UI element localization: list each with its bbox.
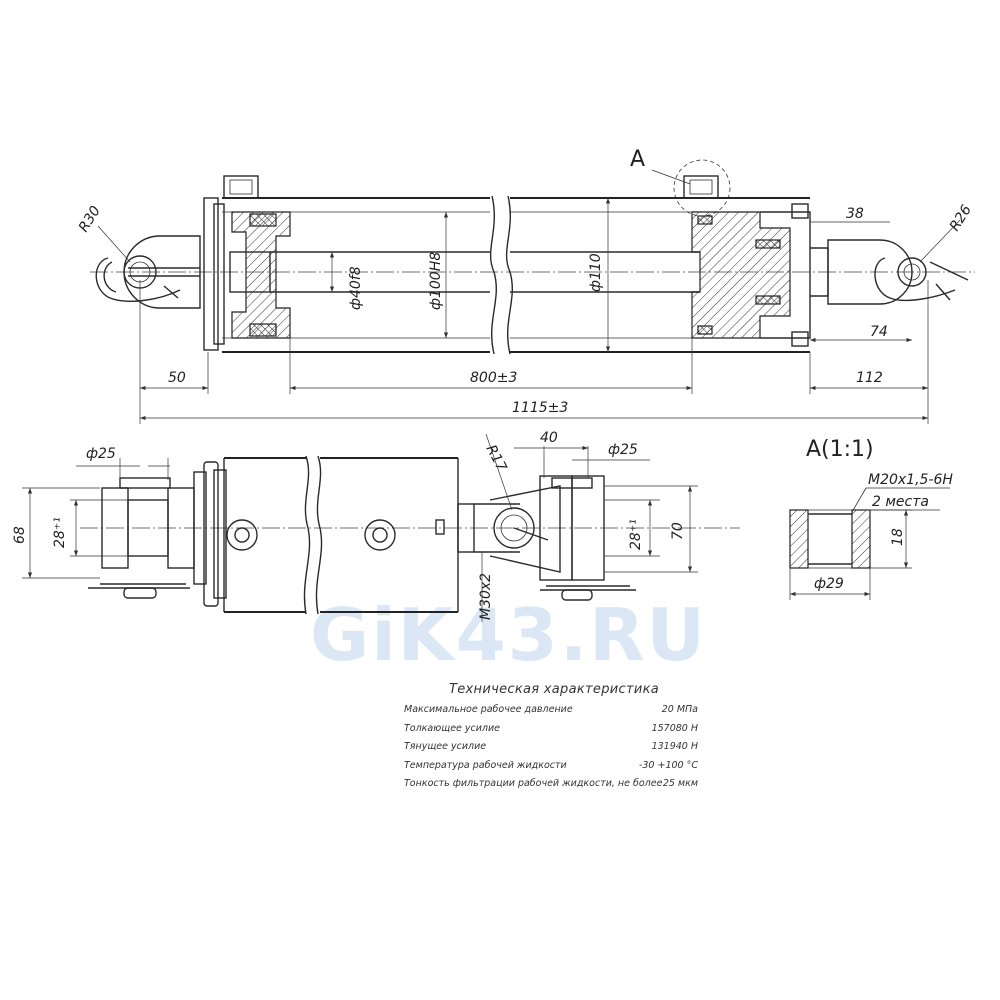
dim-70: 70 — [670, 522, 686, 540]
thread-note: М20х1,5-6Н — [868, 472, 953, 488]
dim-r17: R17 — [482, 442, 509, 474]
detail-a-view — [789, 509, 871, 569]
spec-value: 25 мкм — [662, 778, 698, 789]
dim-74: 74 — [870, 324, 888, 340]
main-section-view — [90, 159, 975, 355]
dim-40-side: 40 — [540, 430, 558, 446]
dim-800: 800±3 — [470, 370, 517, 386]
dim-50: 50 — [168, 370, 186, 386]
spec-row: Тянущее усилие 131940 Н — [404, 738, 704, 757]
dim-d40: ф40f8 — [348, 266, 364, 310]
spec-label: Тянущее усилие — [404, 741, 487, 752]
dim-68: 68 — [12, 526, 28, 544]
view-label-a: А — [630, 147, 645, 172]
spec-value: 20 МПа — [661, 704, 698, 715]
dim-38: 38 — [846, 206, 864, 222]
dim-1115: 1115±3 — [512, 400, 568, 416]
spec-row: Тонкость фильтрации рабочей жидкости, не… — [404, 775, 704, 794]
dim-18: 18 — [890, 528, 906, 546]
spec-label: Тонкость фильтрации рабочей жидкости, не… — [404, 778, 663, 789]
spec-label: Максимальное рабочее давление — [404, 704, 573, 715]
places-note: 2 места — [872, 494, 929, 510]
dim-r30: R30 — [76, 203, 104, 235]
specs-title: Техническая характеристика — [449, 682, 659, 697]
dim-d25-left: ф25 — [86, 446, 116, 462]
dim-d25-right: ф25 — [608, 442, 638, 458]
watermark: GiK43.RU — [310, 593, 707, 677]
spec-row: Толкающее усилие 157080 Н — [404, 720, 704, 739]
spec-value: 157080 Н — [651, 722, 698, 734]
dim-112: 112 — [856, 370, 883, 386]
dim-d110: ф110 — [588, 253, 604, 292]
dim-28-right: 28⁺¹ — [628, 519, 644, 550]
dim-d29: ф29 — [814, 576, 844, 592]
dim-m30: М30х2 — [478, 573, 494, 620]
spec-value: 131940 Н — [651, 741, 698, 752]
dim-d100: ф100H8 — [428, 252, 444, 310]
spec-row: Максимальное рабочее давление 20 МПа — [404, 701, 704, 720]
spec-value: -30 +100 °С — [638, 759, 698, 771]
dim-28-left: 28⁺¹ — [52, 517, 68, 548]
technical-specs: Техническая характеристика Максимальное … — [404, 682, 704, 794]
spec-row: Температура рабочей жидкости -30 +100 °С — [404, 757, 704, 776]
spec-label: Толкающее усилие — [404, 722, 501, 734]
side-view — [80, 455, 740, 615]
detail-a-label: А(1:1) — [806, 437, 874, 462]
spec-label: Температура рабочей жидкости — [404, 759, 567, 771]
